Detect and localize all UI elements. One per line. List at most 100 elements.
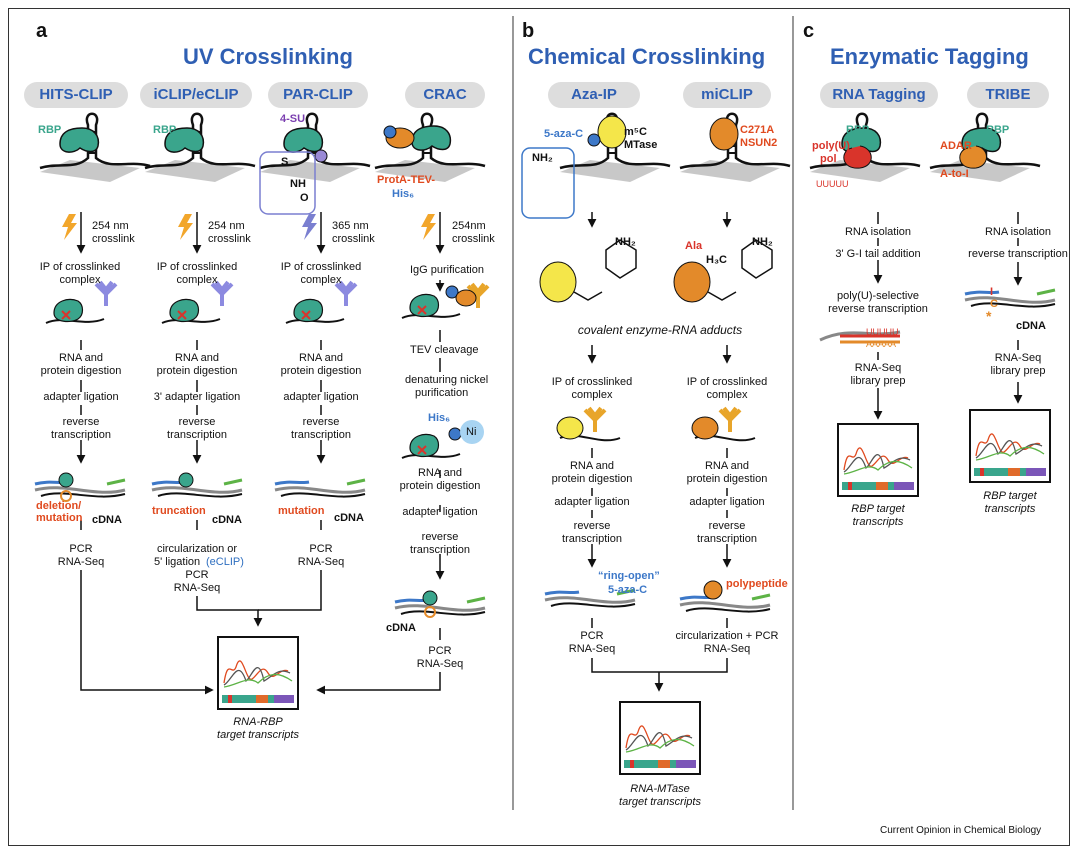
label-transcription: transcription xyxy=(51,429,111,441)
label-transcripts: transcripts xyxy=(984,503,1036,515)
label-covalent-adducts: covalent enzyme-RNA adducts xyxy=(577,323,743,337)
label-365nm: 365 nm xyxy=(332,220,369,232)
label-aaaaa: AAAAA xyxy=(866,339,897,349)
label-target-transcripts: target transcripts xyxy=(619,796,701,808)
label-c: C xyxy=(990,298,998,310)
label-rna-seq: RNA-Seq xyxy=(703,643,751,655)
label-nh2: NH₂ xyxy=(532,152,553,164)
label-reverse: reverse xyxy=(421,531,459,543)
label-nh2: NH₂ xyxy=(752,236,773,248)
label-i: I xyxy=(990,286,994,298)
label-denaturing-nickel: denaturing nickel xyxy=(405,374,489,386)
label-4su: 4-SU xyxy=(280,113,306,125)
label-cdna: cDNA xyxy=(1016,320,1046,332)
label-rna-seq: RNA-Seq xyxy=(994,352,1042,364)
label-adar: ADAR xyxy=(940,140,972,152)
label-ni: Ni xyxy=(466,426,477,438)
label-polypeptide: polypeptide xyxy=(726,578,788,590)
label-deletion: deletion/ xyxy=(36,500,82,512)
label-transcription: transcription xyxy=(562,533,622,545)
label-rna-and: RNA and xyxy=(174,352,220,364)
label-reverse: reverse xyxy=(178,416,216,428)
label-transcription: transcription xyxy=(167,429,227,441)
label-transcription: transcription xyxy=(697,533,757,545)
label-reverse: reverse xyxy=(708,520,746,532)
label-ala: Ala xyxy=(685,240,703,252)
label-pcr: PCR xyxy=(428,645,452,657)
label-protein-digestion: protein digestion xyxy=(156,365,238,377)
label-pol: pol xyxy=(820,153,837,165)
label-ip-crosslinked: IP of crosslinked xyxy=(686,376,768,388)
label-rna-seq: RNA-Seq xyxy=(57,556,105,568)
label-rna-seq: RNA-Seq xyxy=(297,556,345,568)
label-adapter-ligation: adapter ligation xyxy=(283,391,359,403)
method-par-clip: PAR-CLIP xyxy=(268,82,368,108)
label-ip-crosslinked: IP of crosslinked xyxy=(156,261,238,273)
label-protein-digestion: protein digestion xyxy=(399,480,481,492)
label-rbp-target: RBP target xyxy=(851,503,905,515)
label-pcr: PCR xyxy=(580,630,604,642)
label-5-aza-c: 5-aza-C xyxy=(544,128,584,140)
label-ip-crosslinked: IP of crosslinked xyxy=(39,261,121,273)
label-rbp-target: RBP target xyxy=(983,490,1037,502)
label-rna-seq: RNA-Seq xyxy=(416,658,464,670)
label-rbp: RBP xyxy=(153,124,177,136)
label-254nm-crac: 254nm xyxy=(452,220,486,232)
label-reverse: reverse xyxy=(573,520,611,532)
label-pcr: PCR xyxy=(69,543,93,555)
label-rna-seq: RNA-Seq xyxy=(173,582,221,594)
label-rna-and: RNA and xyxy=(704,460,750,472)
label-3-adapter-ligation: 3' adapter ligation xyxy=(153,391,241,403)
label-ip-crosslinked: IP of crosslinked xyxy=(551,376,633,388)
label-complex: complex xyxy=(59,274,101,286)
label-library-prep: library prep xyxy=(990,365,1046,377)
method-crac: CRAC xyxy=(405,82,485,108)
label-rna-and: RNA and xyxy=(58,352,104,364)
label-protein-digestion: protein digestion xyxy=(551,473,633,485)
label-reverse: reverse xyxy=(62,416,100,428)
label-5-aza-c-open: 5-aza-C xyxy=(608,584,648,596)
label-reverse-transcription: reverse transcription xyxy=(828,303,928,315)
label-mutation: mutation xyxy=(36,512,83,524)
label-truncation: truncation xyxy=(152,505,206,517)
label-rna-isolation: RNA isolation xyxy=(984,226,1052,238)
label-poly-u-selective: poly(U)-selective xyxy=(837,290,919,302)
method-rna-tagging: RNA Tagging xyxy=(820,82,938,108)
label-his6: His₆ xyxy=(428,412,451,424)
label-uuuuu: UUUUU xyxy=(816,179,849,189)
label-nsun2: NSUN2 xyxy=(740,137,778,149)
label-eclip: (eCLIP) xyxy=(206,556,244,568)
label-cdna: cDNA xyxy=(92,514,122,526)
method-miclip: miCLIP xyxy=(683,82,771,108)
label-rna-and: RNA and xyxy=(417,467,463,479)
label-rbp: RBP xyxy=(38,124,62,136)
label-crosslink: crosslink xyxy=(208,233,251,245)
label-cdna: cDNA xyxy=(386,622,416,634)
label-transcription: transcription xyxy=(291,429,351,441)
label-reverse: reverse xyxy=(302,416,340,428)
label-protein-digestion: protein digestion xyxy=(40,365,122,377)
label-nh: NH xyxy=(290,178,306,190)
label-crosslink: crosslink xyxy=(452,233,495,245)
label-circularization-or: circularization or xyxy=(156,543,238,555)
label-transcription: transcription xyxy=(410,544,470,556)
title-uv-crosslinking: UV Crosslinking xyxy=(183,44,353,69)
label-nh2: NH₂ xyxy=(615,236,636,248)
label-rna-mtase: RNA-MTase xyxy=(630,783,690,795)
label-5-ligation: 5' ligation xyxy=(154,556,201,568)
label-prota-tev: ProtA-TEV- xyxy=(377,174,436,186)
label-rna-and: RNA and xyxy=(298,352,344,364)
label-a-to-i: A-to-I xyxy=(940,168,969,180)
title-enzymatic-tagging: Enzymatic Tagging xyxy=(830,44,1029,69)
label-pcr: PCR xyxy=(309,543,333,555)
label-complex: complex xyxy=(300,274,342,286)
label-254nm: 254 nm xyxy=(208,220,245,232)
method-tribe: TRIBE xyxy=(967,82,1049,108)
label-adapter-ligation: adapter ligation xyxy=(402,506,478,518)
label-adapter-ligation: adapter ligation xyxy=(554,496,630,508)
label-igg-purification: IgG purification xyxy=(410,264,484,276)
label-crosslink: crosslink xyxy=(332,233,375,245)
label-pcr: PCR xyxy=(185,569,209,581)
label-complex: complex xyxy=(571,389,613,401)
